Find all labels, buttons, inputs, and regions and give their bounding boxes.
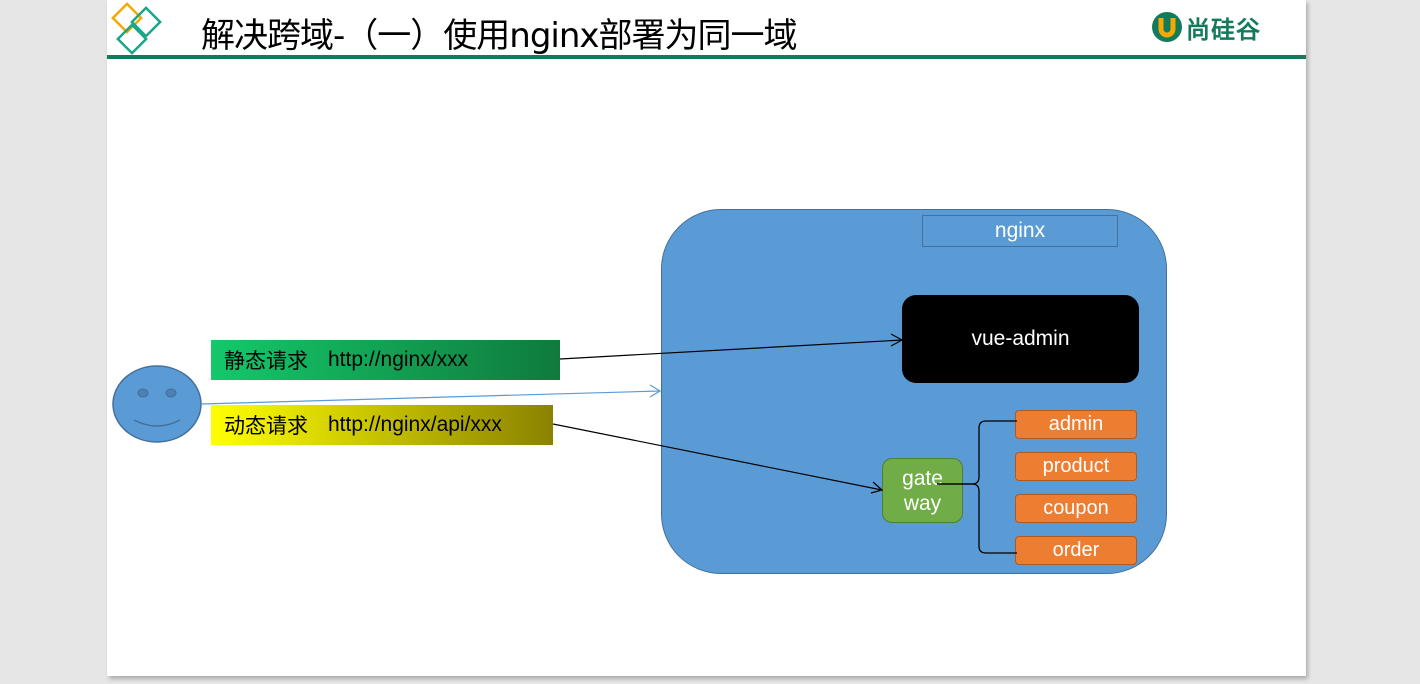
arrowhead bbox=[890, 333, 904, 347]
service-admin: admin bbox=[1015, 410, 1137, 439]
logo-diamonds-icon bbox=[111, 2, 162, 55]
nginx-label: nginx bbox=[922, 215, 1118, 247]
smiley-face-icon bbox=[112, 365, 202, 443]
brand-name: 尚硅谷 bbox=[1186, 15, 1261, 44]
arrowhead bbox=[870, 481, 884, 494]
service-coupon: coupon bbox=[1015, 494, 1137, 523]
brand-u-icon bbox=[1152, 12, 1182, 42]
arrowhead bbox=[649, 384, 662, 398]
gateway-label-line1: gate bbox=[902, 466, 943, 490]
request-type: 静态请求 bbox=[224, 349, 308, 373]
dynamic-request-label: 动态请求 http://nginx/api/xxx bbox=[211, 405, 553, 445]
request-url: http://nginx/api/xxx bbox=[328, 413, 502, 436]
request-url: http://nginx/xxx bbox=[328, 348, 469, 371]
service-order: order bbox=[1015, 536, 1137, 565]
title-divider bbox=[107, 55, 1306, 59]
gateway-to-order-connector bbox=[937, 483, 1017, 554]
gateway-box: gate way bbox=[882, 458, 963, 523]
static-request-arrow bbox=[559, 339, 903, 360]
request-type: 动态请求 bbox=[224, 414, 308, 438]
client-to-nginx-arrow bbox=[200, 390, 661, 405]
gateway-label-line2: way bbox=[903, 491, 942, 515]
brand-logo: 尚硅谷 bbox=[1151, 10, 1261, 44]
service-product: product bbox=[1015, 452, 1137, 481]
slide-title: 解决跨域-（一）使用nginx部署为同一域 bbox=[201, 16, 798, 56]
gateway-to-admin-connector bbox=[937, 420, 1017, 485]
vue-admin-box: vue-admin bbox=[902, 295, 1139, 383]
dynamic-request-arrow bbox=[552, 423, 883, 491]
static-request-label: 静态请求 http://nginx/xxx bbox=[211, 340, 560, 380]
